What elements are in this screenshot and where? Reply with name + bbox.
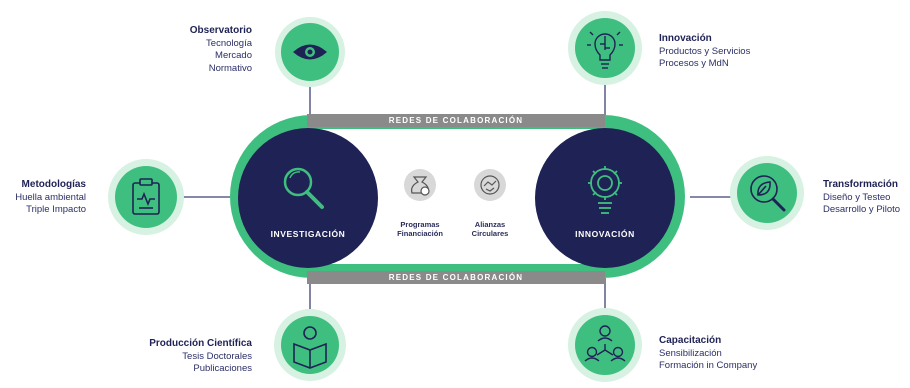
handshake-icon — [480, 175, 500, 195]
handshake-icon-circle — [474, 169, 506, 201]
node-observatorio-label: Observatorio Tecnología Mercado Normativ… — [190, 25, 252, 75]
node-transformacion-title: Transformación — [823, 179, 899, 190]
money-bag-icon-circle — [404, 169, 436, 201]
reading-person-icon — [293, 326, 327, 369]
node-transformacion-icon-group — [730, 156, 804, 230]
node-observatorio-line: Mercado — [215, 50, 252, 61]
node-transformacion-line: Diseño y Testeo — [823, 191, 891, 203]
node-transformacion-line: Desarrollo y Piloto — [823, 204, 901, 215]
node-observatorio-line: Tecnología — [206, 37, 252, 49]
node-metodologias-line: Triple Impacto — [26, 204, 86, 215]
node-produccion-title: Producción Científica — [149, 338, 252, 349]
node-produccion-icon-group — [274, 309, 346, 381]
team-network-icon — [584, 325, 626, 362]
node-metodologias-icon-group — [108, 159, 184, 235]
node-observatorio-icon-group — [275, 17, 345, 87]
node-capacitacion-line: Sensibilización — [659, 347, 722, 359]
node-metodologias-label: Metodologías Huella ambiental Triple Imp… — [15, 179, 86, 217]
band-bottom-bar — [307, 271, 605, 284]
node-produccion-label: Producción Científica Tesis Doctorales P… — [149, 338, 252, 376]
band-top-label: REDES DE COLABORACIÓN — [388, 116, 524, 125]
clipboard-icon — [132, 178, 160, 215]
node-capacitacion-line: Formación in Company — [659, 360, 758, 371]
leaf-magnifier-icon — [750, 175, 786, 212]
node-capacitacion-icon-group — [568, 308, 642, 382]
node-innovacion-label: Innovación Productos y Servicios Proceso… — [659, 33, 750, 71]
eye-icon — [293, 44, 327, 60]
band-bottom-label: REDES DE COLABORACIÓN — [388, 273, 524, 282]
money-bag-icon — [411, 176, 430, 196]
center-item-programas: Programas Financiación — [385, 220, 455, 238]
band-top-bar — [307, 114, 605, 127]
node-produccion-line: Tesis Doctorales — [182, 350, 252, 362]
node-metodologias-title: Metodologías — [21, 179, 86, 190]
node-innovacion-icon-group — [568, 11, 642, 85]
center-item-alianzas-line1: Alianzas — [474, 220, 506, 229]
center-item-alianzas: Alianzas Circulares — [455, 220, 525, 238]
hub-innovacion-label: INNOVACIÓN — [575, 229, 635, 239]
node-observatorio-title: Observatorio — [189, 25, 252, 36]
center-item-alianzas-line2: Circulares — [471, 229, 509, 238]
hub-investigacion-circle — [238, 128, 378, 268]
center-item-programas-line2: Financiación — [397, 229, 443, 238]
magnifier-icon — [283, 167, 324, 209]
node-innovacion-line: Productos y Servicios — [659, 45, 751, 57]
node-innovacion-line: Procesos y MdN — [659, 58, 729, 69]
node-capacitacion-label: Capacitación Sensibilización Formación i… — [659, 335, 757, 373]
gear-bulb-icon — [588, 166, 622, 214]
node-innovacion-title: Innovación — [659, 33, 712, 44]
node-capacitacion-title: Capacitación — [659, 335, 722, 346]
center-item-programas-line1: Programas — [400, 220, 440, 229]
node-transformacion-label: Transformación Diseño y Testeo Desarroll… — [823, 179, 900, 217]
node-metodologias-line: Huella ambiental — [15, 191, 86, 203]
lightbulb-circuit-icon — [587, 31, 623, 69]
node-produccion-line: Publicaciones — [193, 363, 252, 374]
node-observatorio-line: Normativo — [208, 62, 252, 74]
hub-investigacion-label: INVESTIGACIÓN — [270, 229, 346, 239]
